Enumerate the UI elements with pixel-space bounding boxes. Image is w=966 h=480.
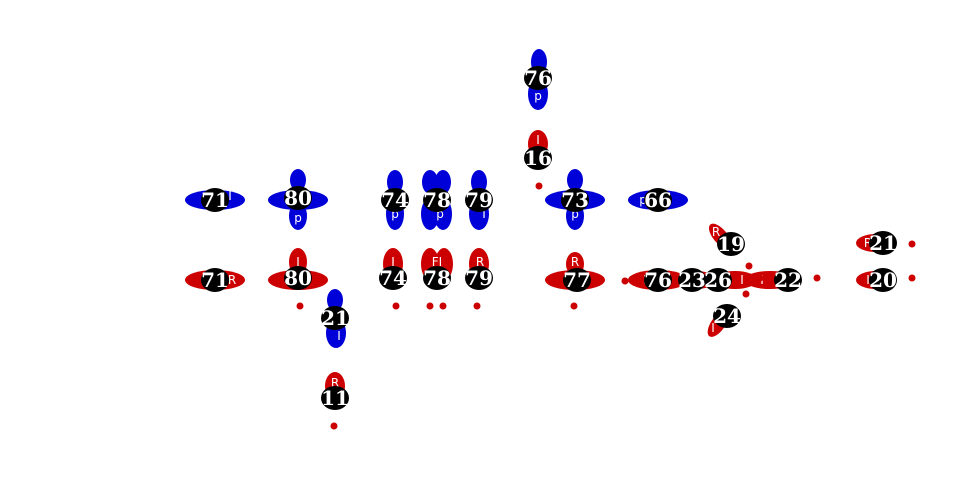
- node-76-upper-badge: [524, 66, 552, 90]
- node-78-top-label: 78: [423, 188, 451, 212]
- node-19-right-glyph: R: [712, 225, 720, 239]
- node-21-right-label: 21: [869, 231, 897, 255]
- node-79-bottom-badge: [465, 266, 493, 290]
- dot-3: [439, 302, 447, 310]
- node-71-bottom-glyph: R: [228, 273, 236, 287]
- node-11-left-badge: [321, 386, 349, 410]
- node-21-left-badge: [321, 306, 349, 330]
- dot-11: [908, 274, 916, 282]
- dot-10: [908, 240, 916, 248]
- lobe-79-top-0: [471, 170, 487, 194]
- node-80-top-badge: [284, 186, 312, 210]
- node-79-top-label: 79: [465, 188, 493, 212]
- node-78-top-badge: [423, 188, 451, 212]
- node-77-bottom-label: 77: [563, 268, 591, 292]
- node-78-top-glyph: p: [436, 207, 444, 221]
- node-21-right-badge: [869, 231, 897, 255]
- node-78-bottom-badge: [423, 266, 451, 290]
- node-71-bottom-badge: [201, 268, 229, 292]
- dot-13: [742, 290, 750, 298]
- lobe-21-left-0: [327, 289, 343, 311]
- dot-7: [330, 422, 338, 430]
- dot-12: [745, 262, 753, 270]
- node-77-bottom-badge: [563, 268, 591, 292]
- node-11-left-glyph: R: [331, 376, 339, 390]
- node-73-top-badge: [561, 188, 589, 212]
- lobe-80-top-1: [290, 169, 306, 191]
- node-26-bottom-badge: [704, 268, 732, 292]
- dot-1: [392, 302, 400, 310]
- node-78-bottom-glyph: FI: [432, 255, 442, 269]
- node-23-bottom-label: 23: [678, 268, 706, 292]
- dot-5: [570, 302, 578, 310]
- dot-0: [296, 302, 304, 310]
- node-76-bottom-badge: [644, 268, 672, 292]
- node-21-left-glyph: I: [337, 329, 341, 343]
- node-79-bottom-label: 79: [465, 266, 493, 290]
- node-76-bottom-label: 76: [644, 268, 672, 292]
- node-71-top-label: 71: [201, 188, 229, 212]
- node-11-left-label: 11: [321, 386, 349, 410]
- dot-9: [813, 274, 821, 282]
- node-79-bottom-glyph: R: [476, 255, 484, 269]
- node-71-top-glyph: I: [228, 189, 232, 203]
- node-80-bottom-label: 80: [284, 266, 312, 290]
- node-24-right-badge: [713, 304, 741, 328]
- lobe-74-top-0: [387, 170, 403, 194]
- node-80-top-glyph: p: [294, 211, 302, 225]
- node-66-top-badge: [644, 188, 672, 212]
- node-77-bottom-glyph: R: [571, 255, 579, 269]
- node-80-top-label: 80: [284, 186, 312, 210]
- node-19-right-badge: [717, 232, 745, 256]
- node-22-bottom-label: 22: [774, 268, 802, 292]
- node-66-top-label: 66: [644, 188, 672, 212]
- lobe-78-top-0: [422, 170, 438, 194]
- dot-6: [535, 182, 543, 190]
- node-24-right-label: 24: [713, 304, 741, 328]
- node-73-top-glyph: p: [571, 207, 579, 221]
- node-26-bottom-label: 26: [704, 268, 732, 292]
- node-21-left-label: 21: [321, 306, 349, 330]
- lobe-78-top-1: [435, 170, 451, 194]
- node-74-bottom-glyph: I: [391, 255, 395, 269]
- node-76-upper-label: 76: [524, 66, 552, 90]
- dot-8: [621, 277, 629, 285]
- node-71-bottom-label: 71: [201, 268, 229, 292]
- node-21-right-glyph: R: [864, 236, 872, 250]
- node-74-top-glyph: p: [391, 207, 399, 221]
- node-66-top-glyph: p: [639, 193, 647, 207]
- node-16-upper-label: 16: [524, 146, 552, 170]
- node-26-bottom-glyph: I: [740, 273, 744, 287]
- node-20-right-badge: [869, 268, 897, 292]
- node-79-top-badge: [465, 188, 493, 212]
- lobe-73-top-1: [567, 169, 583, 191]
- node-16-upper-badge: [524, 146, 552, 170]
- node-71-top-badge: [201, 188, 229, 212]
- node-74-top-label: 74: [381, 188, 409, 212]
- dot-2: [426, 302, 434, 310]
- node-74-bottom-label: 74: [379, 266, 407, 290]
- node-76-upper-glyph: p: [534, 89, 542, 103]
- node-22-bottom-badge: [774, 268, 802, 292]
- dot-14: [756, 274, 764, 282]
- lobes-layer: IpppIpIppIRRIIFIRRIIIIRIRI: [185, 49, 896, 400]
- node-19-right-label: 19: [717, 232, 745, 256]
- node-79-top-glyph: I: [482, 207, 486, 221]
- node-20-right-label: 20: [869, 268, 897, 292]
- node-74-top-badge: [381, 188, 409, 212]
- dot-4: [473, 302, 481, 310]
- node-74-bottom-badge: [379, 266, 407, 290]
- node-80-bottom-glyph: I: [296, 255, 300, 269]
- node-20-right-glyph: I: [866, 273, 870, 287]
- node-80-bottom-badge: [284, 266, 312, 290]
- node-73-top-label: 73: [561, 188, 589, 212]
- node-24-right-glyph: I: [711, 321, 715, 335]
- node-78-bottom-label: 78: [423, 266, 451, 290]
- node-23-bottom-badge: [678, 268, 706, 292]
- node-16-upper-glyph: I: [536, 133, 540, 147]
